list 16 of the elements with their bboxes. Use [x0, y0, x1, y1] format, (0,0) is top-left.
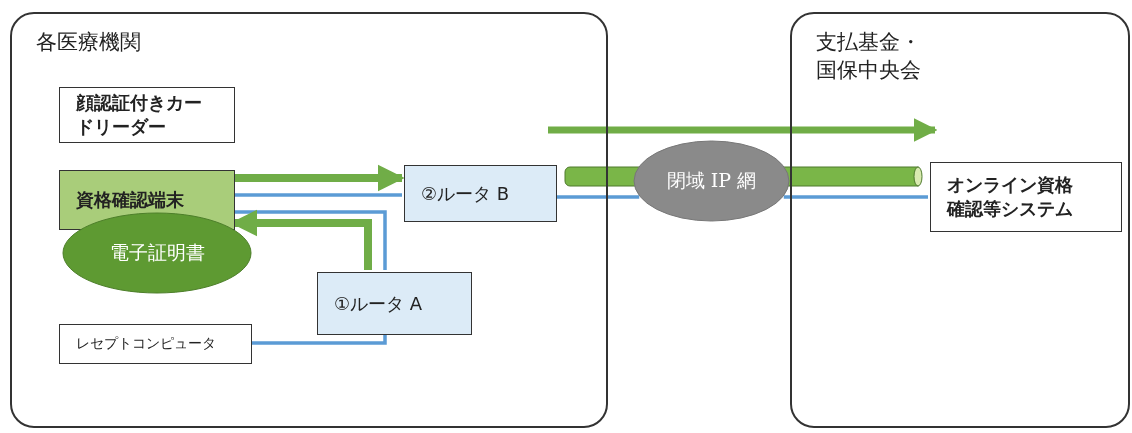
- panel-title: 各医療機関: [36, 29, 142, 56]
- arrow: [233, 164, 405, 192]
- system-box: オンライン資格確認等システム: [930, 162, 1122, 232]
- connector-line: [555, 195, 640, 199]
- ellipse-label: 電子証明書: [109, 240, 205, 265]
- connector-line: [233, 193, 402, 197]
- system-box: レセプトコンピュータ: [59, 324, 252, 364]
- panel-title: 支払基金・国保中央会: [816, 29, 922, 85]
- ellipse-label: 閉域 IP 網: [666, 168, 757, 193]
- organization-panel: [790, 12, 1130, 428]
- organization-panel: [10, 12, 608, 428]
- system-box: 顔認証付きカードリーダー: [59, 87, 235, 143]
- connector-line: [250, 333, 387, 345]
- system-box: ②ルータ B: [404, 165, 557, 222]
- system-box: ①ルータ A: [317, 272, 472, 335]
- connector-line: [783, 195, 928, 199]
